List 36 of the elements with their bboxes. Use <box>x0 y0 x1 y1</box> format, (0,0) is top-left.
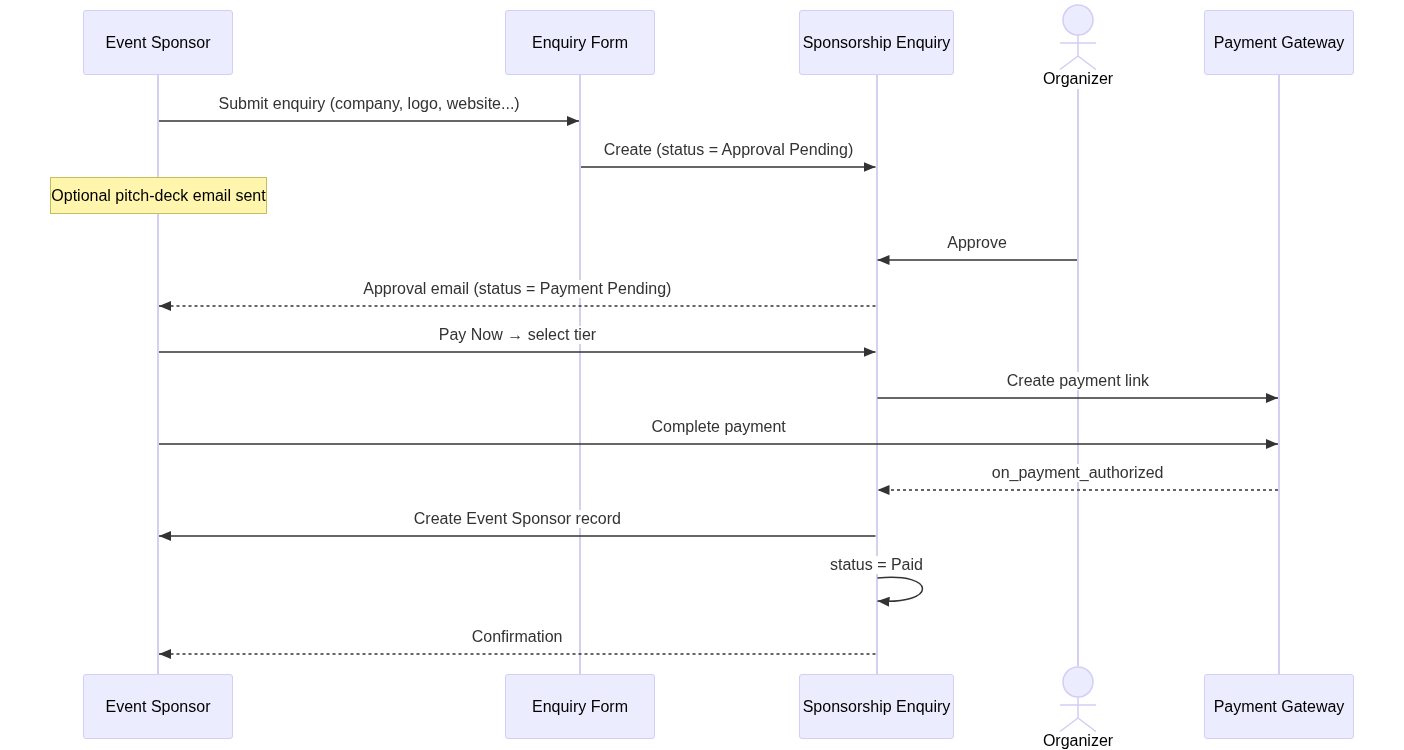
message-arrow <box>876 255 1078 265</box>
participant-box: Payment Gateway <box>1204 10 1354 75</box>
participant-box: Enquiry Form <box>505 674 655 739</box>
lifeline <box>1077 89 1079 666</box>
message-label: Approve <box>945 234 1009 252</box>
participant-box: Sponsorship Enquiry <box>799 674 954 739</box>
participant-label: Organizer <box>1042 70 1114 88</box>
message-label: Complete payment <box>649 418 788 436</box>
message-label: Create (status = Approval Pending) <box>601 141 856 159</box>
message-label: Create payment link <box>1004 372 1152 390</box>
message-arrow <box>158 116 580 126</box>
lifeline <box>1278 75 1280 674</box>
message-label: status = Paid <box>828 556 925 574</box>
message-arrow <box>158 347 877 357</box>
message-arrow <box>158 649 877 659</box>
participant-box: Event Sponsor <box>83 674 233 739</box>
message-label: Create Event Sponsor record <box>411 510 623 528</box>
message-label: Approval email (status = Payment Pending) <box>361 280 674 298</box>
message-arrow <box>876 393 1279 403</box>
message-arrow <box>876 485 1279 495</box>
participant-box: Enquiry Form <box>505 10 655 75</box>
participant-box: Payment Gateway <box>1204 674 1354 739</box>
message-arrow <box>158 439 1279 449</box>
participant-box: Sponsorship Enquiry <box>799 10 954 75</box>
note-box: Optional pitch-deck email sent <box>50 177 267 214</box>
lifeline <box>875 75 878 674</box>
message-label: Submit enquiry (company, logo, website...) <box>216 95 522 113</box>
message-arrow <box>158 531 877 541</box>
participant-label: Organizer <box>1042 732 1114 750</box>
self-loop-arrow <box>876 576 924 607</box>
lifeline <box>157 75 159 674</box>
message-label: on_payment_authorized <box>989 464 1166 482</box>
message-arrow <box>158 301 877 311</box>
message-arrow <box>580 162 877 172</box>
lifeline <box>579 75 581 674</box>
participant-box: Event Sponsor <box>83 10 233 75</box>
